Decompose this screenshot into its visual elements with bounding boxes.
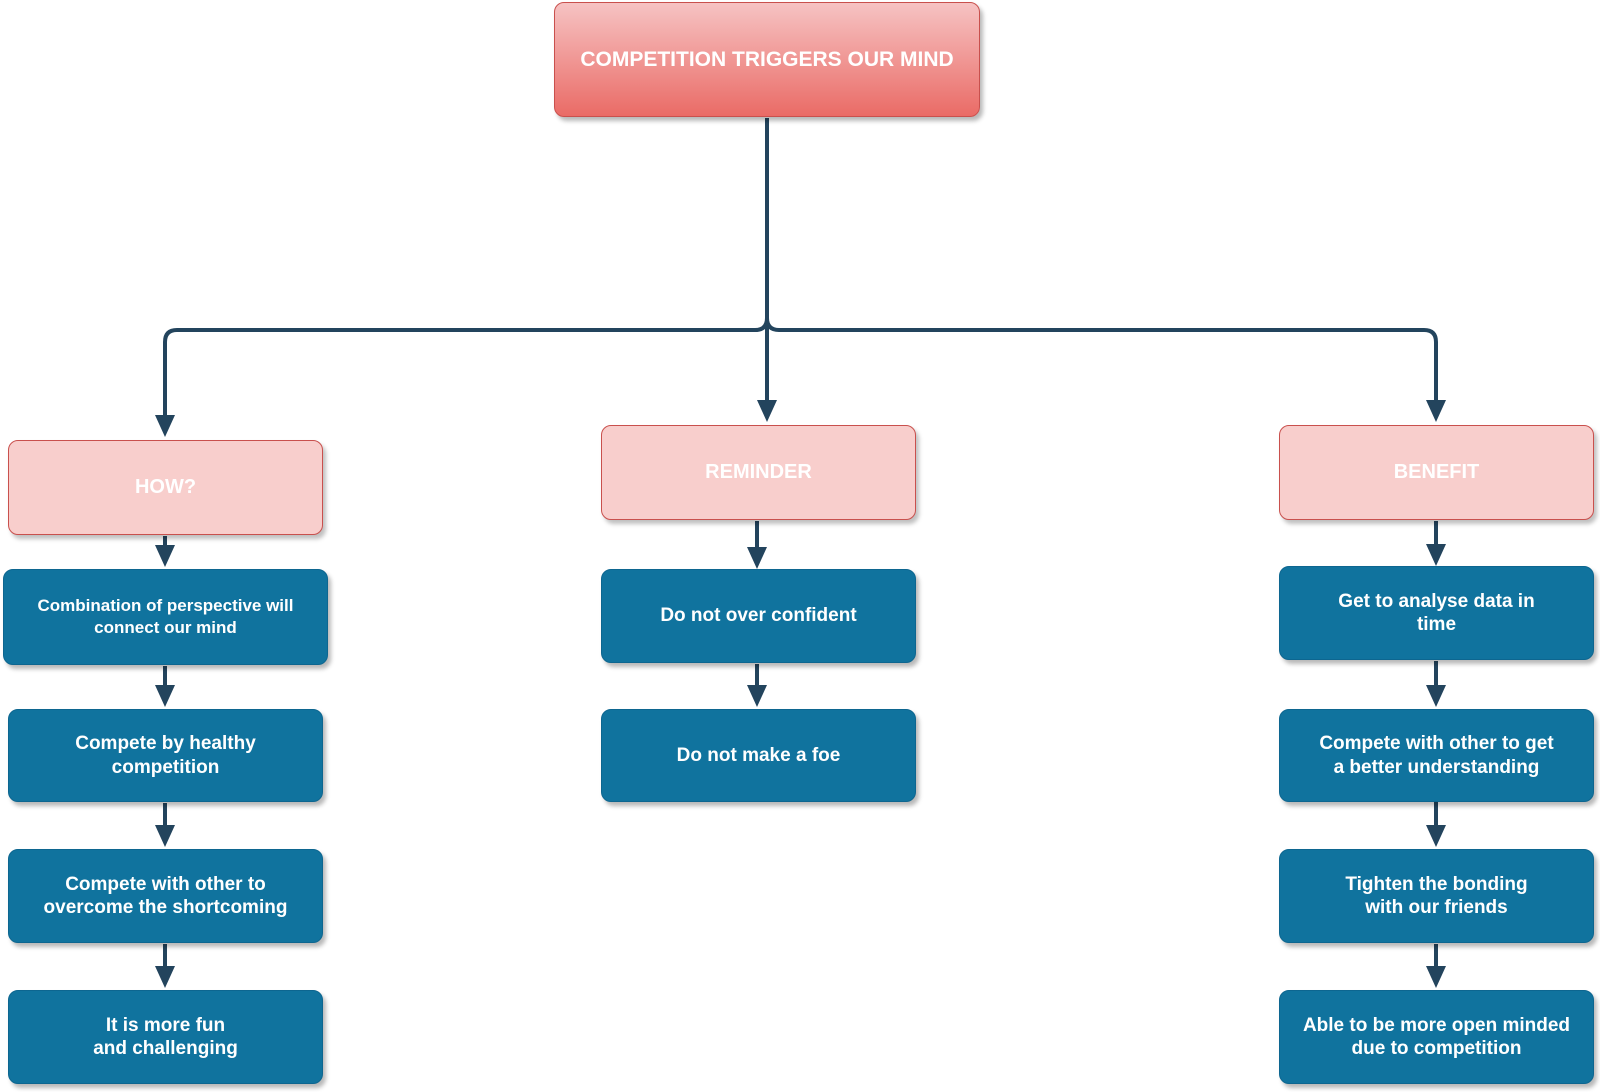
benefit-item-3: Tighten the bonding with our friends xyxy=(1279,849,1594,943)
arrowhead-benefit xyxy=(1426,400,1446,422)
arrowhead-how-3 xyxy=(155,825,175,847)
category-how-label: HOW? xyxy=(134,476,197,499)
arrowhead-reminder-2 xyxy=(747,685,767,707)
how-item-4-label: It is more fun and challenging xyxy=(93,1014,238,1059)
how-item-1-label: Combination of perspective will connect … xyxy=(37,595,294,637)
arrowhead-reminder-1 xyxy=(747,547,767,569)
arrowhead-how-2 xyxy=(155,685,175,707)
reminder-item-1-label: Do not over confident xyxy=(660,605,857,627)
benefit-item-1: Get to analyse data in time xyxy=(1279,566,1594,660)
category-reminder-label: REMINDER xyxy=(705,461,812,484)
category-how: HOW? xyxy=(8,440,323,535)
benefit-item-2-label: Compete with other to get a better under… xyxy=(1319,733,1554,778)
benefit-item-4: Able to be more open minded due to compe… xyxy=(1279,990,1594,1084)
connector-root-to-how xyxy=(163,317,769,425)
reminder-item-2-label: Do not make a foe xyxy=(676,744,841,766)
arrowhead-how xyxy=(155,415,175,437)
how-item-2-label: Compete by healthy competition xyxy=(75,733,256,778)
reminder-item-2: Do not make a foe xyxy=(601,709,916,802)
benefit-item-3-label: Tighten the bonding with our friends xyxy=(1345,873,1528,918)
arrowhead-how-4 xyxy=(155,966,175,988)
arrowhead-benefit-4 xyxy=(1426,966,1446,988)
reminder-item-1: Do not over confident xyxy=(601,569,916,663)
benefit-item-1-label: Get to analyse data in time xyxy=(1338,590,1535,635)
category-reminder: REMINDER xyxy=(601,425,916,520)
arrowhead-reminder xyxy=(757,400,777,422)
connector-root-to-benefit xyxy=(765,317,1438,410)
arrowhead-how-1 xyxy=(155,545,175,567)
arrowhead-benefit-2 xyxy=(1426,685,1446,707)
benefit-item-2: Compete with other to get a better under… xyxy=(1279,709,1594,802)
how-item-1: Combination of perspective will connect … xyxy=(3,569,328,665)
root-node-label: COMPETITION TRIGGERS OUR MIND xyxy=(580,47,954,71)
how-item-2: Compete by healthy competition xyxy=(8,709,323,802)
how-item-3: Compete with other to overcome the short… xyxy=(8,849,323,943)
category-benefit-label: BENEFIT xyxy=(1393,461,1480,484)
root-node: COMPETITION TRIGGERS OUR MIND xyxy=(554,2,980,117)
how-item-3-label: Compete with other to overcome the short… xyxy=(43,873,288,918)
arrowhead-benefit-3 xyxy=(1426,825,1446,847)
how-item-4: It is more fun and challenging xyxy=(8,990,323,1084)
arrowhead-benefit-1 xyxy=(1426,544,1446,566)
benefit-item-4-label: Able to be more open minded due to compe… xyxy=(1302,1014,1571,1059)
category-benefit: BENEFIT xyxy=(1279,425,1594,520)
